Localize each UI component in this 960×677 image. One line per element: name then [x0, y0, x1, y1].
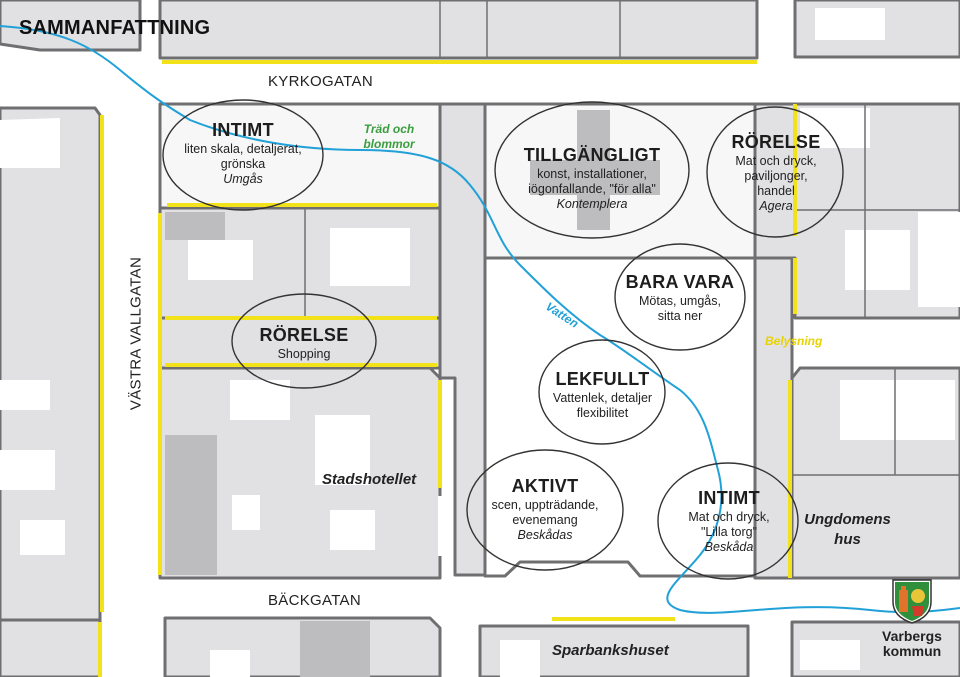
water-line: [0, 25, 960, 614]
zone-aktivt: AKTIVT scen, uppträdande, evenemang Besk…: [475, 476, 615, 543]
zone-desc: Vattenlek, detaljer: [552, 390, 653, 405]
zone-tillgangligt: TILLGÄNGLIGT konst, installationer, iögo…: [497, 145, 687, 212]
zone-title: RÖRELSE: [259, 325, 349, 345]
zone-title: TILLGÄNGLIGT: [523, 145, 661, 165]
zone-activity: Agera: [759, 198, 793, 213]
zone-lekfullt: LEKFULLT Vattenlek, detaljer flexibilite…: [540, 369, 665, 421]
page-title: SAMMANFATTNING: [19, 17, 211, 39]
zone-desc: Mat och dryck,: [735, 153, 817, 168]
zone-title: INTIMT: [212, 120, 274, 140]
zone-desc: grönska: [220, 156, 266, 171]
zone-activity: Beskåda: [704, 539, 754, 554]
zone-desc: Mat och dryck,: [688, 509, 770, 524]
zone-bara-vara: BARA VARA Mötas, umgås, sitta ner: [615, 272, 745, 324]
place-sparbankshuset: Sparbankshuset: [552, 642, 669, 659]
zone-desc: sitta ner: [657, 308, 703, 323]
zone-activity: Umgås: [223, 171, 263, 186]
zone-activity: Kontemplera: [556, 196, 628, 211]
zone-desc: iögonfallande, "för alla": [528, 181, 656, 196]
logo-line1: Varbergs: [882, 628, 942, 644]
zone-desc: scen, uppträdande,: [491, 497, 599, 512]
note-lighting: Belysning: [765, 334, 823, 348]
place-stadshotellet: Stadshotellet: [322, 471, 417, 488]
zone-desc: evenemang: [512, 512, 578, 527]
note-trees-line2: blommor: [363, 137, 415, 151]
logo-line2: kommun: [882, 642, 942, 659]
zone-rorelse-shopping: RÖRELSE Shopping: [234, 325, 374, 362]
zone-desc: handel: [757, 183, 795, 198]
zone-desc: flexibilitet: [576, 405, 629, 420]
zone-activity: Beskådas: [517, 527, 573, 542]
zone-desc: konst, installationer,: [537, 166, 647, 181]
zone-rorelse-pavilion: RÖRELSE Mat och dryck, paviljonger, hand…: [716, 132, 836, 214]
note-trees-line1: Träd och: [363, 122, 415, 136]
zone-desc: "Lilla torg": [700, 524, 758, 539]
zone-desc: Mötas, umgås,: [639, 293, 721, 308]
zone-intimt-church: INTIMT liten skala, detaljerat, grönska …: [163, 120, 323, 187]
place-ungdomens-hus: Ungdomens hus: [800, 510, 895, 551]
zone-title: INTIMT: [698, 488, 760, 508]
zone-desc: Shopping: [277, 346, 331, 361]
zone-outlines: [162, 99, 844, 580]
zone-title: RÖRELSE: [731, 132, 821, 152]
street-vastra-vallgatan: VÄSTRA VALLGATAN: [127, 256, 145, 411]
note-trees: Träd och blommor: [356, 122, 422, 152]
varbergs-kommun-logo: Varbergs kommun: [872, 578, 952, 658]
zone-intimt-lilla-torg: INTIMT Mat och dryck, "Lilla torg" Beskå…: [664, 488, 794, 555]
zone-title: BARA VARA: [625, 272, 735, 292]
street-kyrkogatan: KYRKOGATAN: [268, 73, 373, 90]
place-ungdomens-hus-line1: Ungdomens: [804, 511, 891, 528]
zone-desc: liten skala, detaljerat,: [184, 141, 302, 156]
zone-title: LEKFULLT: [555, 369, 650, 389]
place-ungdomens-hus-line2: hus: [834, 531, 861, 549]
lighting-edges: [98, 60, 797, 677]
zone-desc: paviljonger,: [744, 168, 808, 183]
municipal-coat-of-arms-icon: [892, 579, 932, 624]
zone-title: AKTIVT: [511, 476, 579, 496]
street-backgatan: BÄCKGATAN: [268, 592, 361, 609]
